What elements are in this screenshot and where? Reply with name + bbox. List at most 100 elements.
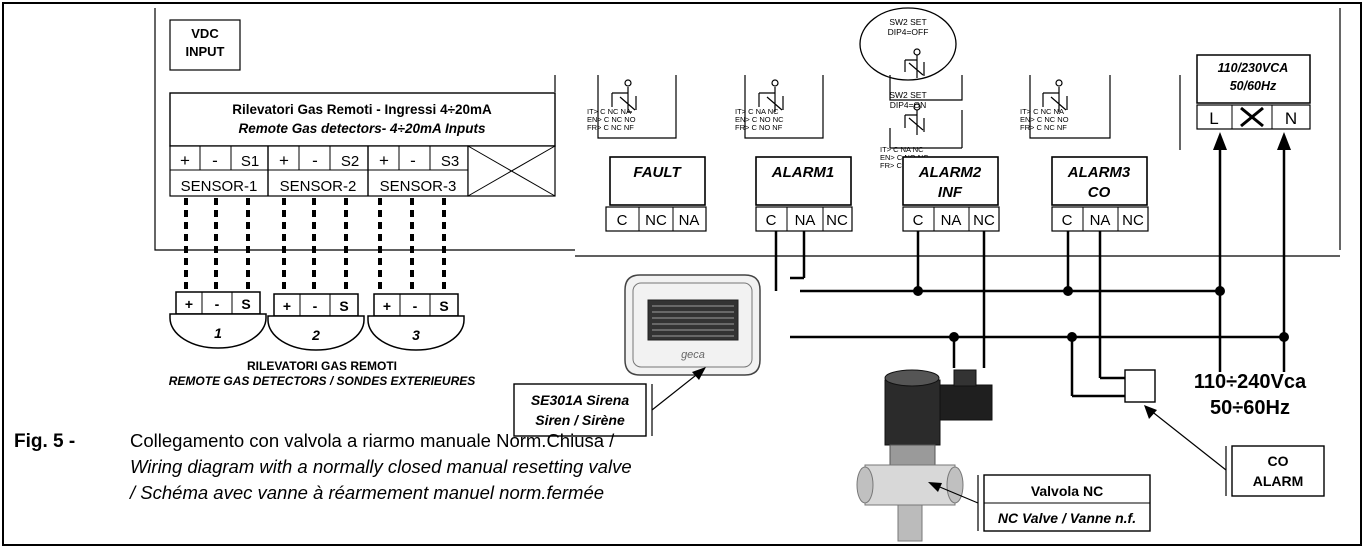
alarm2-legend-it: IT> C NA NC xyxy=(880,145,924,154)
siren-label-2: Siren / Sirène xyxy=(535,412,625,428)
detector-3: + - S 3 xyxy=(367,293,465,351)
alarm3-legend-it: IT> C NC NA xyxy=(1020,107,1064,116)
sensor-2-terminal: + - S2 SENSOR-2 xyxy=(279,146,369,196)
controller-outline xyxy=(154,8,1341,257)
valve-label-en-fr: NC Valve / Vanne n.f. xyxy=(998,510,1136,526)
alarm2-label: ALARM2 xyxy=(918,164,982,181)
sensor-1-terminal: + - S1 SENSOR-1 xyxy=(180,146,269,196)
co-alarm-line-1: CO xyxy=(1268,453,1289,469)
sensor-1-label: SENSOR-1 xyxy=(181,178,258,195)
detector-3-signal: S xyxy=(439,298,448,314)
wire-junctions xyxy=(913,286,1289,342)
detector-1-number: 1 xyxy=(214,325,222,341)
sw2-on-dip: DIP4=ON xyxy=(890,100,927,110)
fault-legend-it: IT> C NC NA xyxy=(587,107,631,116)
alarm1-term-nc: NC xyxy=(826,212,848,229)
alarm1-legend-en: EN> C NO NC xyxy=(735,115,784,124)
detector-3-minus: - xyxy=(413,298,418,314)
co-alarm-device xyxy=(1124,369,1156,403)
sw2-off-label: SW2 SET xyxy=(889,17,926,27)
caption-en: Wiring diagram with a normally closed ma… xyxy=(130,456,632,477)
vdc-input-box: VDC INPUT xyxy=(169,19,241,71)
alarm3-legend-en: EN> C NC NO xyxy=(1020,115,1069,124)
inputs-terminal-block: Rilevatori Gas Remoti - Ingressi 4÷20mA … xyxy=(169,92,556,197)
remote-detectors: + - S 1 + - S 2 + - S 3 xyxy=(169,291,465,351)
alarm3-term-nc: NC xyxy=(1122,212,1144,229)
relay-alarm3: ALARM3 CO C NA NC xyxy=(1051,156,1149,232)
detector-2-number: 2 xyxy=(311,327,320,343)
power-freq: 50/60Hz xyxy=(1230,79,1277,93)
inputs-title-en: Remote Gas detectors- 4÷20mA Inputs xyxy=(239,121,486,136)
supply-freq: 50÷60Hz xyxy=(1210,397,1290,419)
input-label: INPUT xyxy=(186,44,225,59)
alarm3-term-na: NA xyxy=(1090,212,1111,229)
co-alarm-line-2: ALARM xyxy=(1253,473,1304,489)
relay-contacts xyxy=(554,48,1181,150)
fault-legend-fr: FR> C NC NF xyxy=(587,123,634,132)
alarm3-sublabel: CO xyxy=(1088,184,1111,201)
alarm3-legend-fr: FR> C NC NF xyxy=(1020,123,1067,132)
sensor-3-signal: S3 xyxy=(441,153,459,170)
sensor-1-minus: - xyxy=(212,151,218,170)
relay-fault: FAULT C NC NA xyxy=(605,156,707,232)
detector-1-minus: - xyxy=(215,296,220,312)
detector-3-plus: + xyxy=(383,298,391,314)
detector-2-minus: - xyxy=(313,298,318,314)
siren-brand: geca xyxy=(681,349,705,361)
sensor-2-signal: S2 xyxy=(341,153,359,170)
alarm1-term-na: NA xyxy=(795,212,816,229)
detector-3-number: 3 xyxy=(412,327,420,343)
caption-fr: / Schéma avec vanne à réarmement manuel … xyxy=(128,482,604,503)
alarm3-label: ALARM3 xyxy=(1067,164,1131,181)
sensor-1-signal: S1 xyxy=(241,153,259,170)
detector-2-plus: + xyxy=(283,298,291,314)
sw2-off-circle xyxy=(859,7,957,81)
caption-it: Collegamento con valvola a riarmo manual… xyxy=(130,430,615,451)
alarm1-term-c: C xyxy=(766,212,777,229)
relay-legends: IT> C NC NA EN> C NC NO FR> C NC NF IT> … xyxy=(587,107,1069,170)
alarm1-legend-it: IT> C NA NC xyxy=(735,107,779,116)
sensor-3-plus: + xyxy=(379,151,389,170)
detector-2: + - S 2 xyxy=(267,293,365,351)
sensor-wires xyxy=(184,198,446,294)
power-input-block: 110/230VCA 50/60Hz L N xyxy=(1196,54,1311,130)
fault-label: FAULT xyxy=(633,164,682,181)
siren-label-box: SE301A Sirena Siren / Sirène xyxy=(513,367,706,437)
power-voltage: 110/230VCA xyxy=(1218,61,1289,75)
sensor-1-plus: + xyxy=(180,151,190,170)
co-alarm-label-box: CO ALARM xyxy=(1144,405,1325,497)
valve-label-box: Valvola NC NC Valve / Vanne n.f. xyxy=(928,474,1151,532)
sensor-terminals: + - S1 SENSOR-1 + - S2 SENSOR-2 + - S3 S… xyxy=(180,146,459,196)
sensor-3-minus: - xyxy=(410,151,416,170)
figure-number: Fig. 5 - xyxy=(14,431,75,452)
alarm2-sublabel: INF xyxy=(938,184,963,201)
detectors-caption-it: RILEVATORI GAS REMOTI xyxy=(247,359,397,373)
supply-voltage: 110÷240Vca xyxy=(1194,371,1307,393)
alarm2-term-c: C xyxy=(913,212,924,229)
figure-caption: Fig. 5 - Collegamento con valvola a riar… xyxy=(14,430,632,503)
detector-1-signal: S xyxy=(241,296,250,312)
detector-1: + - S 1 xyxy=(169,291,267,349)
sensor-3-label: SENSOR-3 xyxy=(380,178,457,195)
detector-1-plus: + xyxy=(185,296,193,312)
fault-legend-en: EN> C NC NO xyxy=(587,115,636,124)
alarm2-term-na: NA xyxy=(941,212,962,229)
alarm1-label: ALARM1 xyxy=(771,164,835,181)
fault-term-c: C xyxy=(617,212,628,229)
relay-alarm1: ALARM1 C NA NC xyxy=(755,156,853,232)
sensor-2-minus: - xyxy=(312,151,318,170)
sw2-on-label: SW2 SET xyxy=(889,90,926,100)
power-term-n: N xyxy=(1285,109,1297,128)
power-term-l: L xyxy=(1209,109,1218,128)
vdc-label: VDC xyxy=(191,26,219,41)
inputs-title-it: Rilevatori Gas Remoti - Ingressi 4÷20mA xyxy=(232,102,492,117)
detector-2-signal: S xyxy=(339,298,348,314)
sw2-off-dip: DIP4=OFF xyxy=(888,27,929,37)
arrow-heads xyxy=(1213,132,1291,150)
fault-term-na: NA xyxy=(679,212,700,229)
alarm1-legend-fr: FR> C NO NF xyxy=(735,123,783,132)
sensor-3-terminal: + - S3 SENSOR-3 xyxy=(379,146,459,195)
siren-device: geca xyxy=(624,274,761,376)
